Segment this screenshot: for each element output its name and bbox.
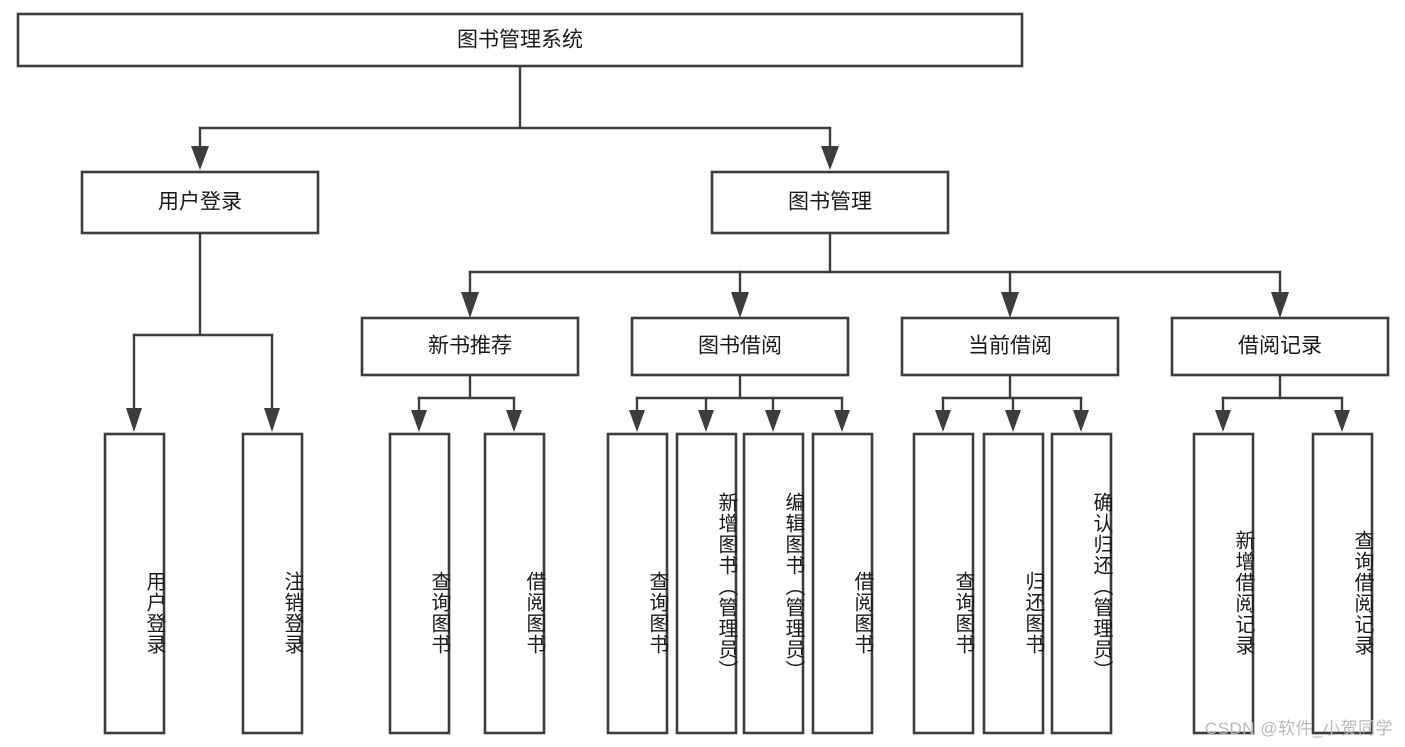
node-book-borrow[interactable]: 图书借阅 <box>630 316 850 377</box>
node-leaf-nb-query-book-box[interactable] <box>388 432 451 735</box>
csdn-watermark: CSDN @软件_小贺同学 <box>1204 719 1393 738</box>
connectors-user-login-to-leaves <box>126 231 280 432</box>
node-borrow-record-label: 借阅记录 <box>1238 335 1322 358</box>
node-current-borrow-box[interactable] <box>900 316 1120 377</box>
node-new-book-recommend-box[interactable] <box>360 316 580 377</box>
arrow-head-bm-child-4 <box>1271 292 1289 318</box>
connectors-root-to-level2 <box>191 64 839 170</box>
connectors-book-manage-to-level3 <box>461 231 1289 318</box>
node-book-manage-label: 图书管理 <box>788 191 872 214</box>
connectors-current-borrow-to-leaves <box>935 373 1089 432</box>
arrow-head-ul-child-1 <box>126 408 142 432</box>
connectors-book-borrow-to-leaves <box>629 373 850 432</box>
arrow-head-bm-child-2 <box>731 292 749 318</box>
arrow-head-cb-child-3 <box>1073 410 1089 432</box>
node-user-login[interactable]: 用户登录 <box>80 170 320 235</box>
node-leaf-logout-box[interactable] <box>241 432 304 735</box>
node-book-borrow-box[interactable] <box>630 316 850 377</box>
arrow-head-nb-child-2 <box>506 410 522 432</box>
node-user-login-label: 用户登录 <box>158 191 242 214</box>
node-root[interactable]: 图书管理系统 <box>16 12 1024 68</box>
node-book-borrow-label: 图书借阅 <box>698 335 782 358</box>
node-new-book-recommend[interactable]: 新书推荐 <box>360 316 580 377</box>
arrow-head-bb-child-1 <box>629 410 645 432</box>
arrow-head-br-child-1 <box>1215 410 1231 432</box>
node-leaf-cb-return-book-box[interactable] <box>982 432 1045 735</box>
connectors-borrow-record-to-leaves <box>1215 373 1350 432</box>
node-current-borrow[interactable]: 当前借阅 <box>900 316 1120 377</box>
node-leaf-bb-query-book-box[interactable] <box>606 432 669 735</box>
arrow-head-cb-child-2 <box>1005 410 1021 432</box>
arrow-head-bb-child-3 <box>765 410 781 432</box>
node-root-label: 图书管理系统 <box>457 29 583 52</box>
arrow-head-bm-child-1 <box>461 292 479 318</box>
node-leaf-user-login-box[interactable] <box>103 432 166 735</box>
node-root-box[interactable] <box>16 12 1024 68</box>
node-leaf-bb-add-book-box[interactable] <box>675 432 738 735</box>
connectors-new-book-to-leaves <box>411 373 522 432</box>
arrow-head-br-child-2 <box>1334 410 1350 432</box>
arrow-head-ul-child-2 <box>264 408 280 432</box>
node-borrow-record-box[interactable] <box>1170 316 1390 377</box>
arrow-head-bb-child-2 <box>698 410 714 432</box>
node-new-book-recommend-label: 新书推荐 <box>428 335 512 358</box>
node-leaf-cb-confirm-return-box[interactable] <box>1050 432 1113 735</box>
node-leaf-cb-query-book-box[interactable] <box>912 432 975 735</box>
node-leaf-br-query-record-box[interactable] <box>1311 432 1374 735</box>
arrow-head-nb-child-1 <box>411 410 427 432</box>
node-current-borrow-label: 当前借阅 <box>968 335 1052 358</box>
node-book-manage[interactable]: 图书管理 <box>710 170 950 235</box>
arrow-head-book-manage <box>821 146 839 170</box>
node-leaf-br-add-record-box[interactable] <box>1192 432 1255 735</box>
node-leaf-bb-edit-book-box[interactable] <box>742 432 805 735</box>
arrow-head-cb-child-1 <box>935 410 951 432</box>
node-borrow-record[interactable]: 借阅记录 <box>1170 316 1390 377</box>
arrow-head-bm-child-3 <box>1001 292 1019 318</box>
node-leaf-nb-borrow-book-box[interactable] <box>483 432 546 735</box>
arrow-head-bb-child-4 <box>834 410 850 432</box>
arrow-head-user-login <box>191 146 209 170</box>
node-leaf-bb-borrow-book-box[interactable] <box>811 432 874 735</box>
node-user-login-box[interactable] <box>80 170 320 235</box>
node-book-manage-box[interactable] <box>710 170 950 235</box>
